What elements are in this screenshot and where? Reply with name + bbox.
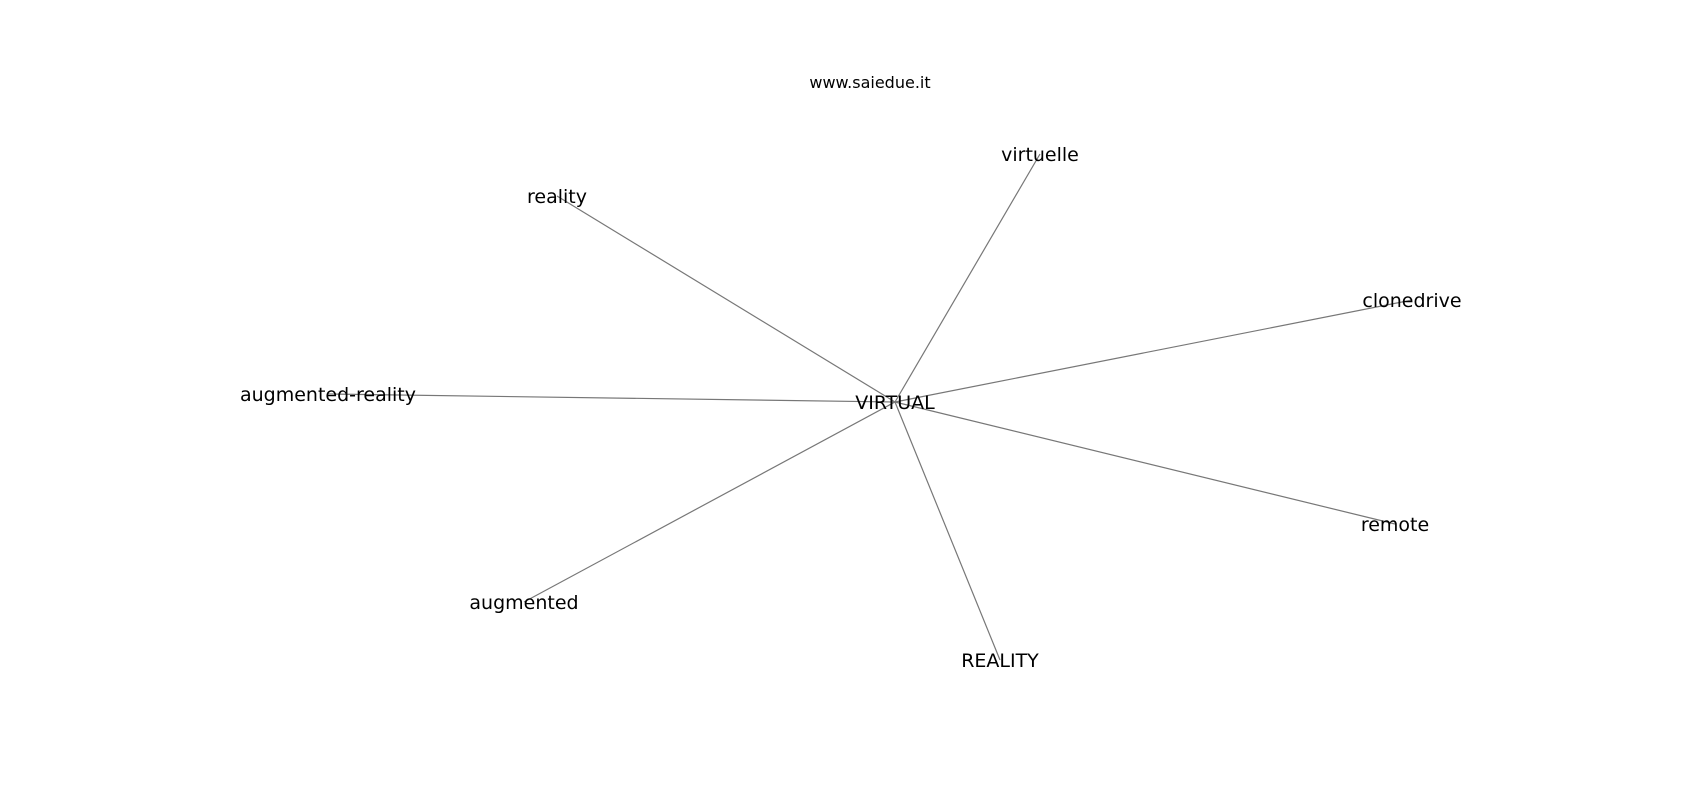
node-label-virtual: VIRTUAL [855,392,935,414]
edge-virtual-augmented [523,401,896,603]
edge-virtual-remote [894,401,1396,525]
node-label-remote: remote [1361,514,1429,536]
node-label-reality: reality [527,186,587,208]
edge-virtual-clonedrive [894,299,1413,403]
node-label-reality: REALITY [961,650,1039,672]
node-label-group: VIRTUAL virtuelle reality clonedrive augment… [240,144,1462,672]
node-label-virtuelle: virtuelle [1001,144,1079,166]
watermark-text: www.saiedue.it [809,73,930,92]
node-label-augmented-reality: augmented-reality [240,384,416,406]
edge-virtual-reality [556,195,896,403]
node-label-clonedrive: clonedrive [1362,290,1461,312]
edge-group [327,153,1413,661]
edge-virtual-augmented-reality [327,393,896,403]
edge-virtual-virtuelle [894,153,1041,403]
node-label-augmented: augmented [469,592,578,614]
edge-virtual-REALITY [894,401,1001,661]
